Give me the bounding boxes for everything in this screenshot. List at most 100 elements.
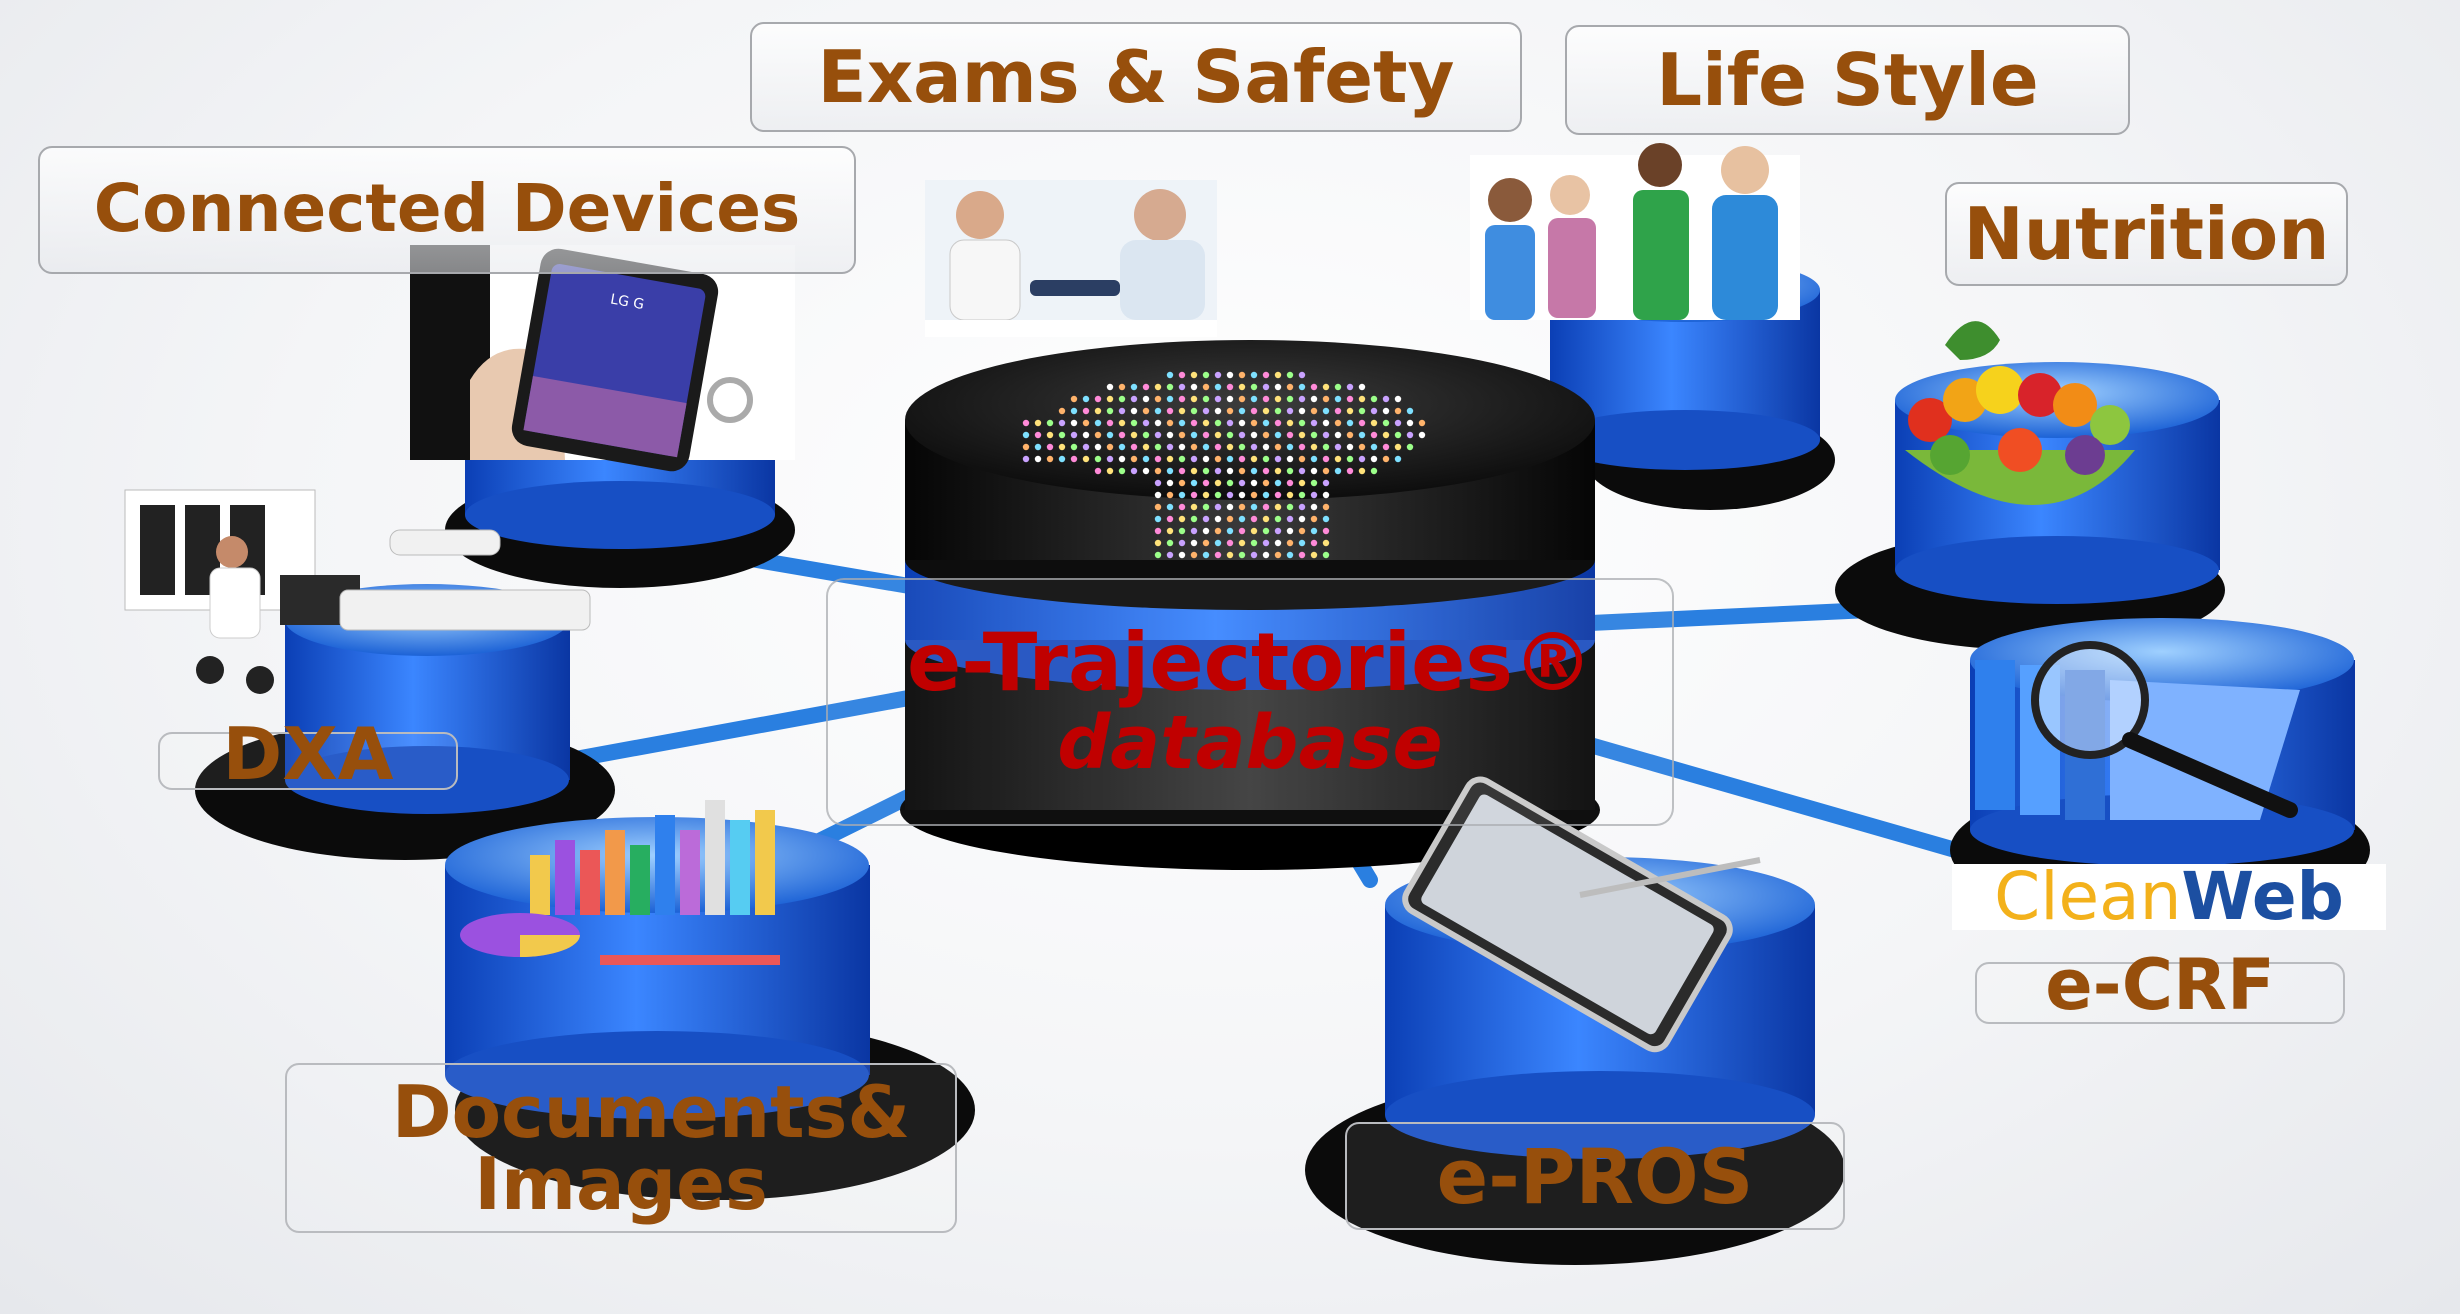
head-dot [1166, 371, 1174, 379]
head-dot [1334, 455, 1342, 463]
head-dot [1346, 467, 1354, 475]
head-dot [1274, 491, 1282, 499]
head-dot [1346, 383, 1354, 391]
head-dot [1106, 419, 1114, 427]
head-dot [1274, 455, 1282, 463]
head-dot [1046, 455, 1054, 463]
head-dot [1250, 407, 1258, 415]
ecrf-text: e-CRF [2045, 944, 2275, 1026]
head-dot [1154, 419, 1162, 427]
head-dot [1298, 419, 1306, 427]
head-dot [1238, 539, 1246, 547]
head-dot [1046, 419, 1054, 427]
head-dot [1094, 443, 1102, 451]
head-dot [1250, 467, 1258, 475]
head-dot [1286, 419, 1294, 427]
head-dot [1274, 515, 1282, 523]
head-dot [1322, 431, 1330, 439]
head-dot [1202, 479, 1210, 487]
head-dot [1250, 431, 1258, 439]
head-dot [1154, 491, 1162, 499]
phone-brand-text: LG G [609, 291, 645, 313]
head-dot [1370, 419, 1378, 427]
head-dot [1190, 467, 1198, 475]
cleanweb-clean: Clean [1994, 858, 2182, 935]
head-dot [1214, 539, 1222, 547]
head-dot [1298, 443, 1306, 451]
head-dot [1094, 431, 1102, 439]
head-dot [1202, 503, 1210, 511]
head-dot [1334, 407, 1342, 415]
head-dot [1190, 419, 1198, 427]
head-dot [1166, 443, 1174, 451]
head-dot [1058, 407, 1066, 415]
head-dot [1406, 443, 1414, 451]
head-dot [1094, 455, 1102, 463]
head-dot [1202, 443, 1210, 451]
head-dot [1310, 431, 1318, 439]
head-dot [1070, 407, 1078, 415]
head-dot [1058, 419, 1066, 427]
head-dot [1238, 407, 1246, 415]
head-dot [1262, 551, 1270, 559]
head-dot [1202, 515, 1210, 523]
smartphone-icon: LG G [410, 245, 795, 472]
head-dot [1238, 371, 1246, 379]
head-dot [1154, 407, 1162, 415]
head-dot [1166, 491, 1174, 499]
head-dot [1250, 479, 1258, 487]
head-dot [1106, 455, 1114, 463]
head-dot [1178, 491, 1186, 499]
head-dot [1178, 503, 1186, 511]
head-dot [1274, 467, 1282, 475]
head-dot [1214, 383, 1222, 391]
head-dot [1070, 431, 1078, 439]
head-dot [1202, 383, 1210, 391]
head-dot [1202, 407, 1210, 415]
head-dot [1286, 503, 1294, 511]
head-dot [1394, 455, 1402, 463]
folders-magnifier-icon [1975, 641, 2300, 820]
head-dot [1238, 491, 1246, 499]
head-dot [1298, 551, 1306, 559]
head-dot [1226, 383, 1234, 391]
head-dot [1322, 443, 1330, 451]
head-dot [1142, 467, 1150, 475]
head-dot [1238, 383, 1246, 391]
head-dot [1154, 455, 1162, 463]
head-dot [1262, 383, 1270, 391]
head-dot [1214, 527, 1222, 535]
head-dot [1166, 407, 1174, 415]
head-dot [1226, 443, 1234, 451]
head-dot [1190, 407, 1198, 415]
head-dot [1238, 431, 1246, 439]
head-dot [1286, 467, 1294, 475]
head-dot [1130, 467, 1138, 475]
head-dot [1358, 467, 1366, 475]
head-dot [1286, 371, 1294, 379]
head-dot [1250, 455, 1258, 463]
head-dot [1394, 443, 1402, 451]
head-dot [1286, 551, 1294, 559]
head-dot [1226, 539, 1234, 547]
head-dot [1250, 491, 1258, 499]
head-dot [1370, 395, 1378, 403]
head-dot [1190, 551, 1198, 559]
head-dot [1394, 407, 1402, 415]
head-dot [1178, 551, 1186, 559]
head-dot [1250, 515, 1258, 523]
documents-images-line1: Documents& [391, 1070, 911, 1154]
head-dot [1106, 407, 1114, 415]
head-dot [1190, 491, 1198, 499]
head-dot [1394, 419, 1402, 427]
documents-images-line2: Images [474, 1142, 768, 1226]
head-dot [1214, 431, 1222, 439]
head-dot [1322, 467, 1330, 475]
head-dot [1298, 539, 1306, 547]
head-dot [1178, 371, 1186, 379]
head-dot [1382, 395, 1390, 403]
head-dot [1262, 407, 1270, 415]
head-dot [1070, 455, 1078, 463]
head-dot [1382, 407, 1390, 415]
head-dot [1298, 407, 1306, 415]
